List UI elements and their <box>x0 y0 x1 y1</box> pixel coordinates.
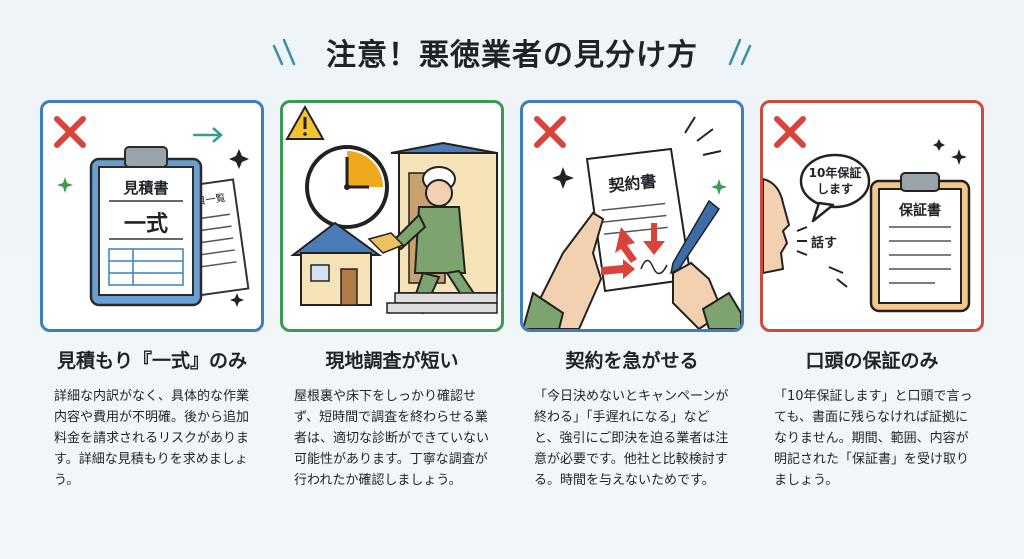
x-mark-icon <box>54 116 86 148</box>
doc-main-text: 一式 <box>124 212 168 237</box>
speech-bubble-icon: 10年保証 します <box>799 153 871 223</box>
sparkle-icon <box>552 167 727 195</box>
contract-illustration: 契約書 <box>523 116 741 329</box>
card-2-heading: 現地調査が短い <box>325 350 459 372</box>
card-2-body: 屋根裏や床下をしっかり確認せず、短時間で調査を終わらせる業者は、適切な診断ができ… <box>294 389 490 488</box>
house-icon <box>290 221 383 306</box>
clock-icon <box>305 145 389 229</box>
clipboard: 見積書 一式 <box>89 146 203 307</box>
action-lines-icon <box>684 116 722 156</box>
bubble-line-1: 10年保証 <box>809 165 862 180</box>
page-title: 注意！悪徳業者の見分け方 <box>326 38 698 73</box>
x-mark-icon <box>534 116 566 148</box>
card-estimate-illustration: 項目一覧 見積書 一式 <box>40 100 264 332</box>
card-3-heading: 契約を急がせる <box>565 350 699 372</box>
card-1-body: 詳細な内訳がなく、具体的な作業内容や費用が不明確。後から追加料金を請求されるリス… <box>54 389 250 488</box>
right-hand-icon <box>672 261 741 329</box>
doc-title: 見積書 <box>122 179 168 197</box>
handshake-icon <box>367 232 405 254</box>
card-3-body: 「今日決めないとキャンペーンが終わる」「手遅れになる」などと、強引にご即決を迫る… <box>534 389 729 488</box>
card-warranty-illustration: 10年保証 します 話す 保証書 <box>760 100 984 332</box>
arrow-right-icon <box>193 127 223 143</box>
face-profile-icon <box>763 177 791 275</box>
card-contract-illustration: 契約書 <box>520 100 744 332</box>
bubble-line-2: します <box>817 182 853 196</box>
survey-illustration <box>285 104 498 315</box>
sound-lines-icon <box>828 266 848 288</box>
voice-lines-icon <box>796 226 808 256</box>
steps-icon <box>386 292 498 314</box>
left-hand-icon <box>523 211 605 329</box>
estimate-illustration: 項目一覧 見積書 一式 <box>54 116 250 307</box>
signature-scribble <box>640 259 668 275</box>
warranty-clipboard: 保証書 <box>869 172 971 313</box>
sparkle-icon <box>933 139 967 165</box>
sparkle-icon <box>57 149 249 307</box>
card-1-heading: 見積もり『一式』のみ <box>56 350 247 372</box>
card-4-body: 「10年保証します」と口頭で言っても、書面に残らなければ証拠になりません。期間、… <box>774 389 973 488</box>
speak-label: 話す <box>811 235 837 251</box>
deco-lines-left-icon <box>272 38 296 66</box>
x-mark-icon <box>774 116 806 148</box>
card-4-heading: 口頭の保証のみ <box>805 350 939 372</box>
warranty-illustration: 10年保証 します 話す 保証書 <box>763 116 971 313</box>
card-survey-illustration <box>280 100 504 332</box>
title-area: 注意！悪徳業者の見分け方 <box>0 24 1024 80</box>
warranty-doc-title: 保証書 <box>898 202 941 219</box>
red-arrows-icon <box>601 223 665 279</box>
deco-lines-right-icon <box>728 38 752 66</box>
warning-icon <box>285 104 325 140</box>
